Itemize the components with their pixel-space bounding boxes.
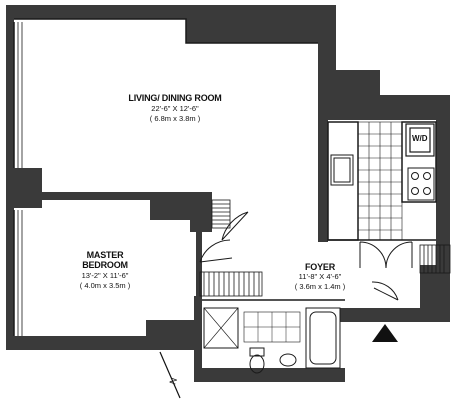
north-arrow (159, 351, 181, 399)
foyer-dimensions-imperial: 11'-8" X 4'-6" (298, 272, 342, 281)
kitchen-sink (330, 154, 354, 186)
entry-marker (372, 324, 398, 342)
interior-lines (13, 18, 437, 336)
washer-dryer-label: W/D (412, 134, 428, 143)
walls (6, 5, 450, 382)
stove (407, 167, 435, 201)
foyer-label: FOYER (304, 262, 335, 272)
closet-hatching (199, 199, 451, 297)
living-room-label: LIVING/ DINING ROOM (128, 93, 222, 103)
washer-dryer-unit (405, 123, 435, 157)
living-room-dimensions-metric: ( 6.8m x 3.8m ) (149, 114, 201, 123)
bedroom-label-line2: BEDROOM (82, 260, 128, 270)
bedroom-label-line1: MASTER (86, 250, 124, 260)
bathroom-fixtures (203, 307, 341, 374)
bedroom-dimensions-metric: ( 4.0m x 3.5m ) (79, 281, 131, 290)
door-swings (199, 211, 413, 301)
bedroom-dimensions-imperial: 13'-2" X 11'-6" (81, 271, 129, 280)
kitchen-tile-floor (357, 121, 403, 241)
living-room-dimensions-imperial: 22'-6" X 12'-6" (151, 104, 199, 113)
foyer-dimensions-metric: ( 3.6m x 1.4m ) (294, 282, 346, 291)
